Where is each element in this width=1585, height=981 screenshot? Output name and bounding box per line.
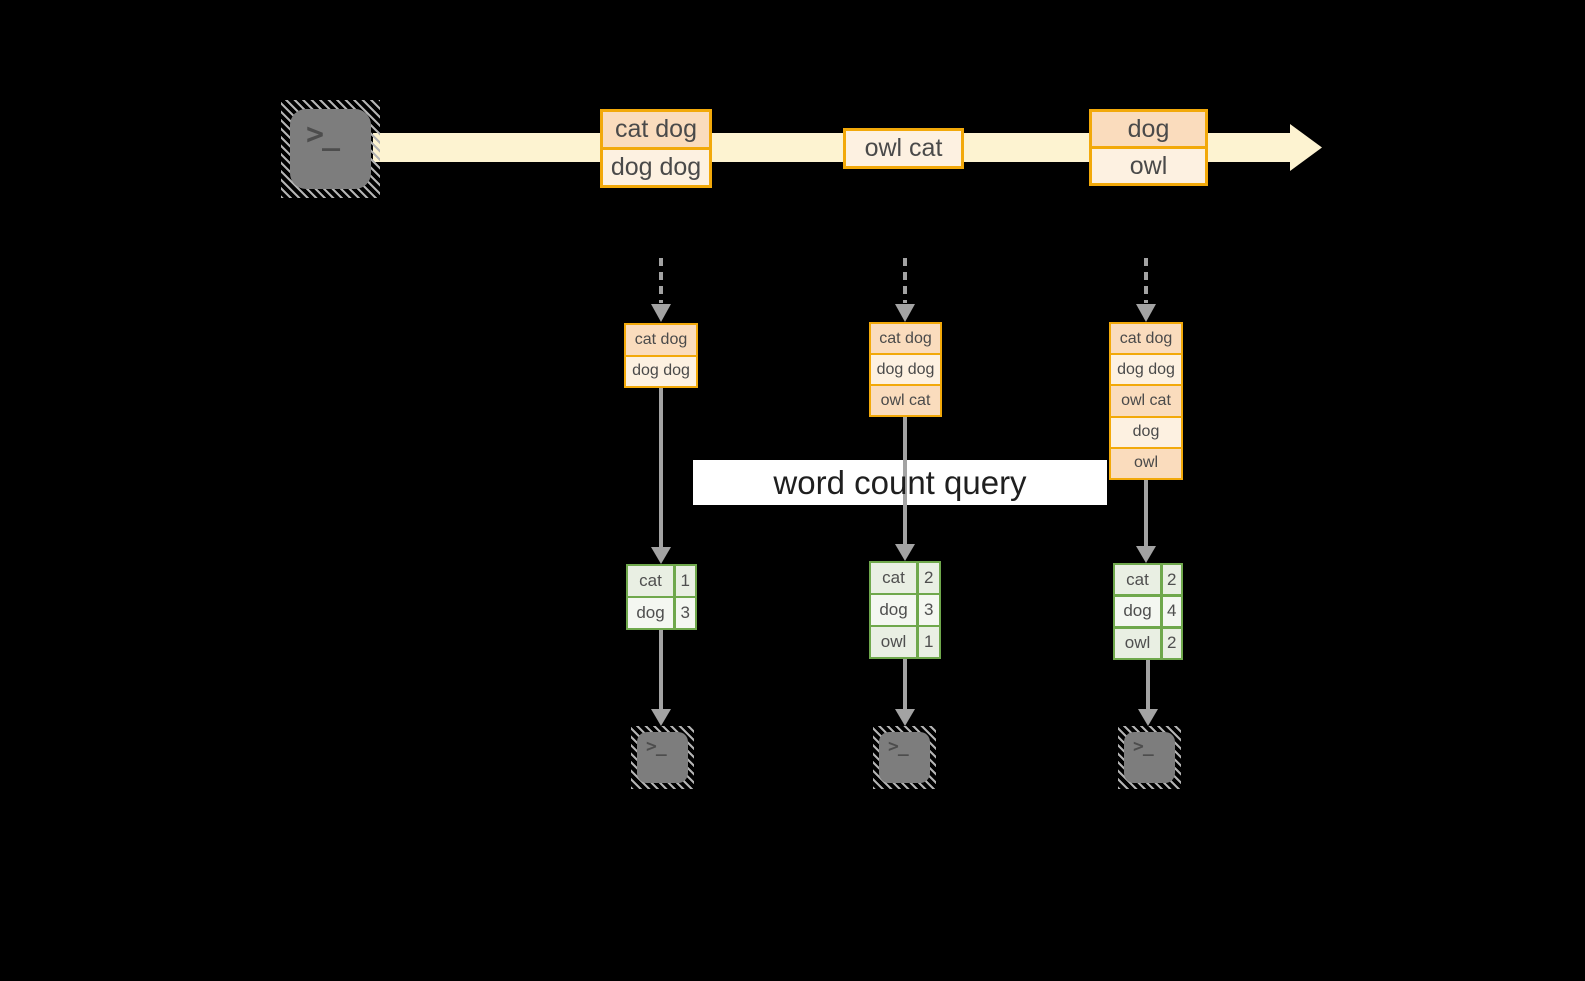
source-terminal-icon: >_	[281, 100, 380, 198]
query-label: word count query	[773, 463, 1027, 501]
count-word: owl	[1115, 628, 1160, 658]
count-value: 2	[918, 563, 939, 593]
terminal-prompt-icon: >_	[888, 736, 909, 757]
state-box-2: cat dog dog dog owl cat	[869, 322, 942, 417]
terminal-screen: >_	[879, 732, 930, 783]
arrowheads-state-to-table	[651, 544, 1156, 564]
terminal-prompt-icon: >_	[646, 736, 667, 757]
stream-event-box-3: dog owl	[1089, 109, 1208, 186]
count-value: 3	[918, 595, 939, 625]
count-table-2: cat 2 dog 3 owl 1	[869, 561, 941, 659]
state-row: dog dog	[871, 353, 940, 384]
state-box-3: cat dog dog dog owl cat dog owl	[1109, 322, 1183, 480]
count-value: 1	[918, 627, 939, 657]
terminal-prompt-icon: >_	[1133, 736, 1154, 757]
arrows-state-to-table	[659, 388, 1148, 547]
arrowhead-table-2-icon	[895, 544, 915, 561]
count-value: 4	[1162, 596, 1181, 627]
state-row: dog dog	[626, 354, 696, 386]
state-row: cat dog	[1111, 324, 1181, 354]
count-value: 2	[1162, 628, 1181, 658]
count-word: dog	[1115, 596, 1160, 627]
arrowhead-terminal-1-icon	[651, 709, 671, 726]
count-value: 3	[675, 598, 695, 628]
terminal-screen: >_	[637, 732, 688, 783]
count-word: cat	[1115, 565, 1160, 595]
count-table-1: cat 1 dog 3	[626, 564, 697, 630]
arrowheads-to-terminals	[651, 709, 1158, 726]
state-row: owl	[1111, 446, 1181, 479]
arrowhead-terminal-3-icon	[1138, 709, 1158, 726]
state-row: dog	[1111, 415, 1181, 447]
consumer-terminal-3-icon: >_	[1118, 726, 1181, 789]
arrowhead-table-1-icon	[651, 547, 671, 564]
dashed-arrows	[659, 258, 1148, 303]
event-row: owl cat	[846, 131, 961, 166]
dashed-arrowhead-3-icon	[1136, 304, 1156, 322]
dashed-arrowhead-1-icon	[651, 304, 671, 322]
state-row: dog dog	[1111, 353, 1181, 385]
stream-event-box-1: cat dog dog dog	[600, 109, 712, 188]
stream-event-box-2: owl cat	[843, 128, 964, 169]
terminal-screen: >_	[290, 109, 371, 189]
state-row: owl cat	[1111, 384, 1181, 416]
count-word: cat	[871, 563, 916, 593]
count-value: 2	[1162, 565, 1181, 595]
event-row: owl	[1092, 146, 1205, 183]
arrows-to-terminals	[659, 630, 1150, 710]
event-row: cat dog	[603, 112, 709, 147]
count-table-3: cat 2 dog 4 owl 2	[1113, 563, 1183, 660]
dashed-arrowheads	[651, 304, 1156, 322]
state-row: cat dog	[871, 324, 940, 353]
state-box-1: cat dog dog dog	[624, 323, 698, 388]
count-word: dog	[628, 598, 673, 628]
count-word: cat	[628, 566, 673, 596]
count-word: owl	[871, 627, 916, 657]
event-row: dog dog	[603, 147, 709, 185]
state-row: cat dog	[626, 325, 696, 355]
arrowhead-terminal-2-icon	[895, 709, 915, 726]
consumer-terminal-1-icon: >_	[631, 726, 694, 789]
terminal-prompt-icon: >_	[306, 117, 340, 152]
dashed-arrowhead-2-icon	[895, 304, 915, 322]
count-value: 1	[675, 566, 695, 596]
query-label-band	[693, 460, 1107, 505]
stream-arrowhead-icon	[1290, 124, 1322, 171]
state-row: owl cat	[871, 384, 940, 415]
consumer-terminal-2-icon: >_	[873, 726, 936, 789]
terminal-screen: >_	[1124, 732, 1175, 783]
count-word: dog	[871, 595, 916, 625]
arrowhead-table-3-icon	[1136, 546, 1156, 563]
event-row: dog	[1092, 112, 1205, 146]
